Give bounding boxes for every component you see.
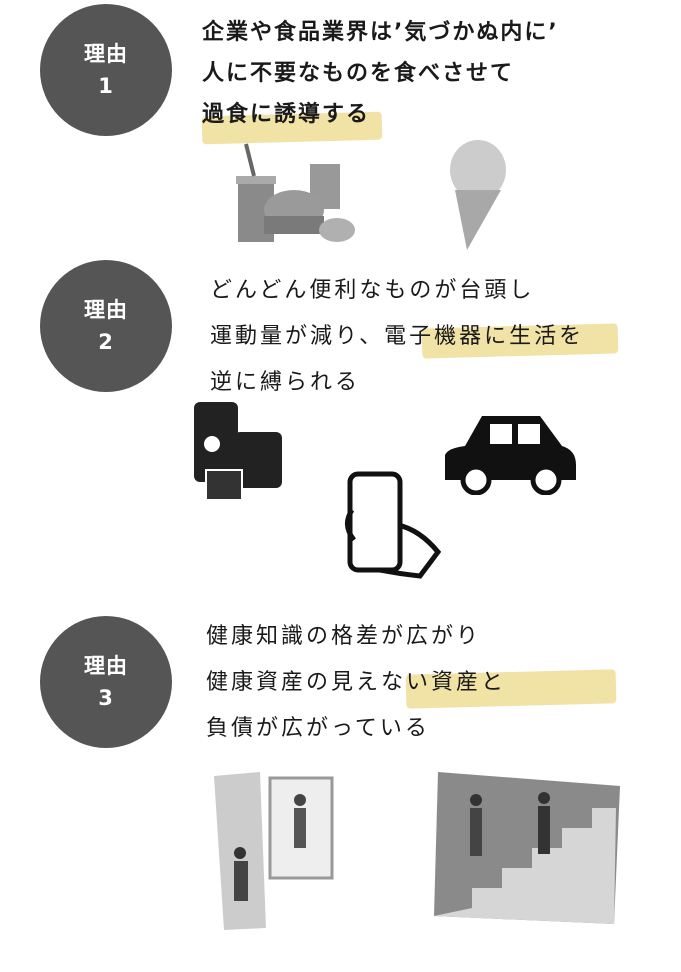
badge-label: 理由 [84, 298, 128, 322]
smartphone-hand-icon [345, 471, 442, 579]
badge-label: 理由 [84, 654, 128, 678]
text-line: 企業や食品業界は’気づかぬ内に’ [202, 20, 559, 45]
stairs-illustration [434, 772, 620, 924]
text-line: どんどん便利なものが台頭し [210, 278, 535, 303]
badge-label: 理由 [84, 42, 128, 66]
reason-2-badge: 理由 2 [40, 260, 172, 392]
reason-3-badge: 理由 3 [40, 616, 172, 748]
text-line: 負債が広がっている [206, 716, 430, 741]
text-line: 健康知識の格差が広がり [206, 624, 482, 649]
car-icon [445, 416, 576, 495]
badge-number: 3 [98, 686, 114, 710]
fast-food-illustration [236, 143, 355, 242]
reason-1-badge: 理由 1 [40, 4, 172, 136]
ice-cream-illustration [450, 140, 506, 250]
escalator-elevator-illustration [214, 772, 334, 930]
reason-3-text: 健康知識の格差が広がり 健康資産の見えない資産と 負債が広がっている [206, 614, 617, 752]
text-line: 運動量が減り、電子機器に生活を [210, 324, 585, 349]
text-line: 逆に縛られる [210, 370, 361, 395]
text-line: 過食に誘導する [202, 102, 371, 127]
text-line: 健康資産の見えない資産と [206, 670, 507, 695]
canned-food-icon [194, 402, 282, 501]
text-line: 人に不要なものを食べさせて [202, 61, 515, 86]
badge-number: 1 [98, 74, 114, 98]
badge-number: 2 [98, 330, 114, 354]
reason-1-text: 企業や食品業界は’気づかぬ内に’ 人に不要なものを食べさせて 過食に誘導する [201, 12, 559, 145]
reason-2-text: どんどん便利なものが台頭し 運動量が減り、電子機器に生活を 逆に縛られる [210, 268, 619, 406]
